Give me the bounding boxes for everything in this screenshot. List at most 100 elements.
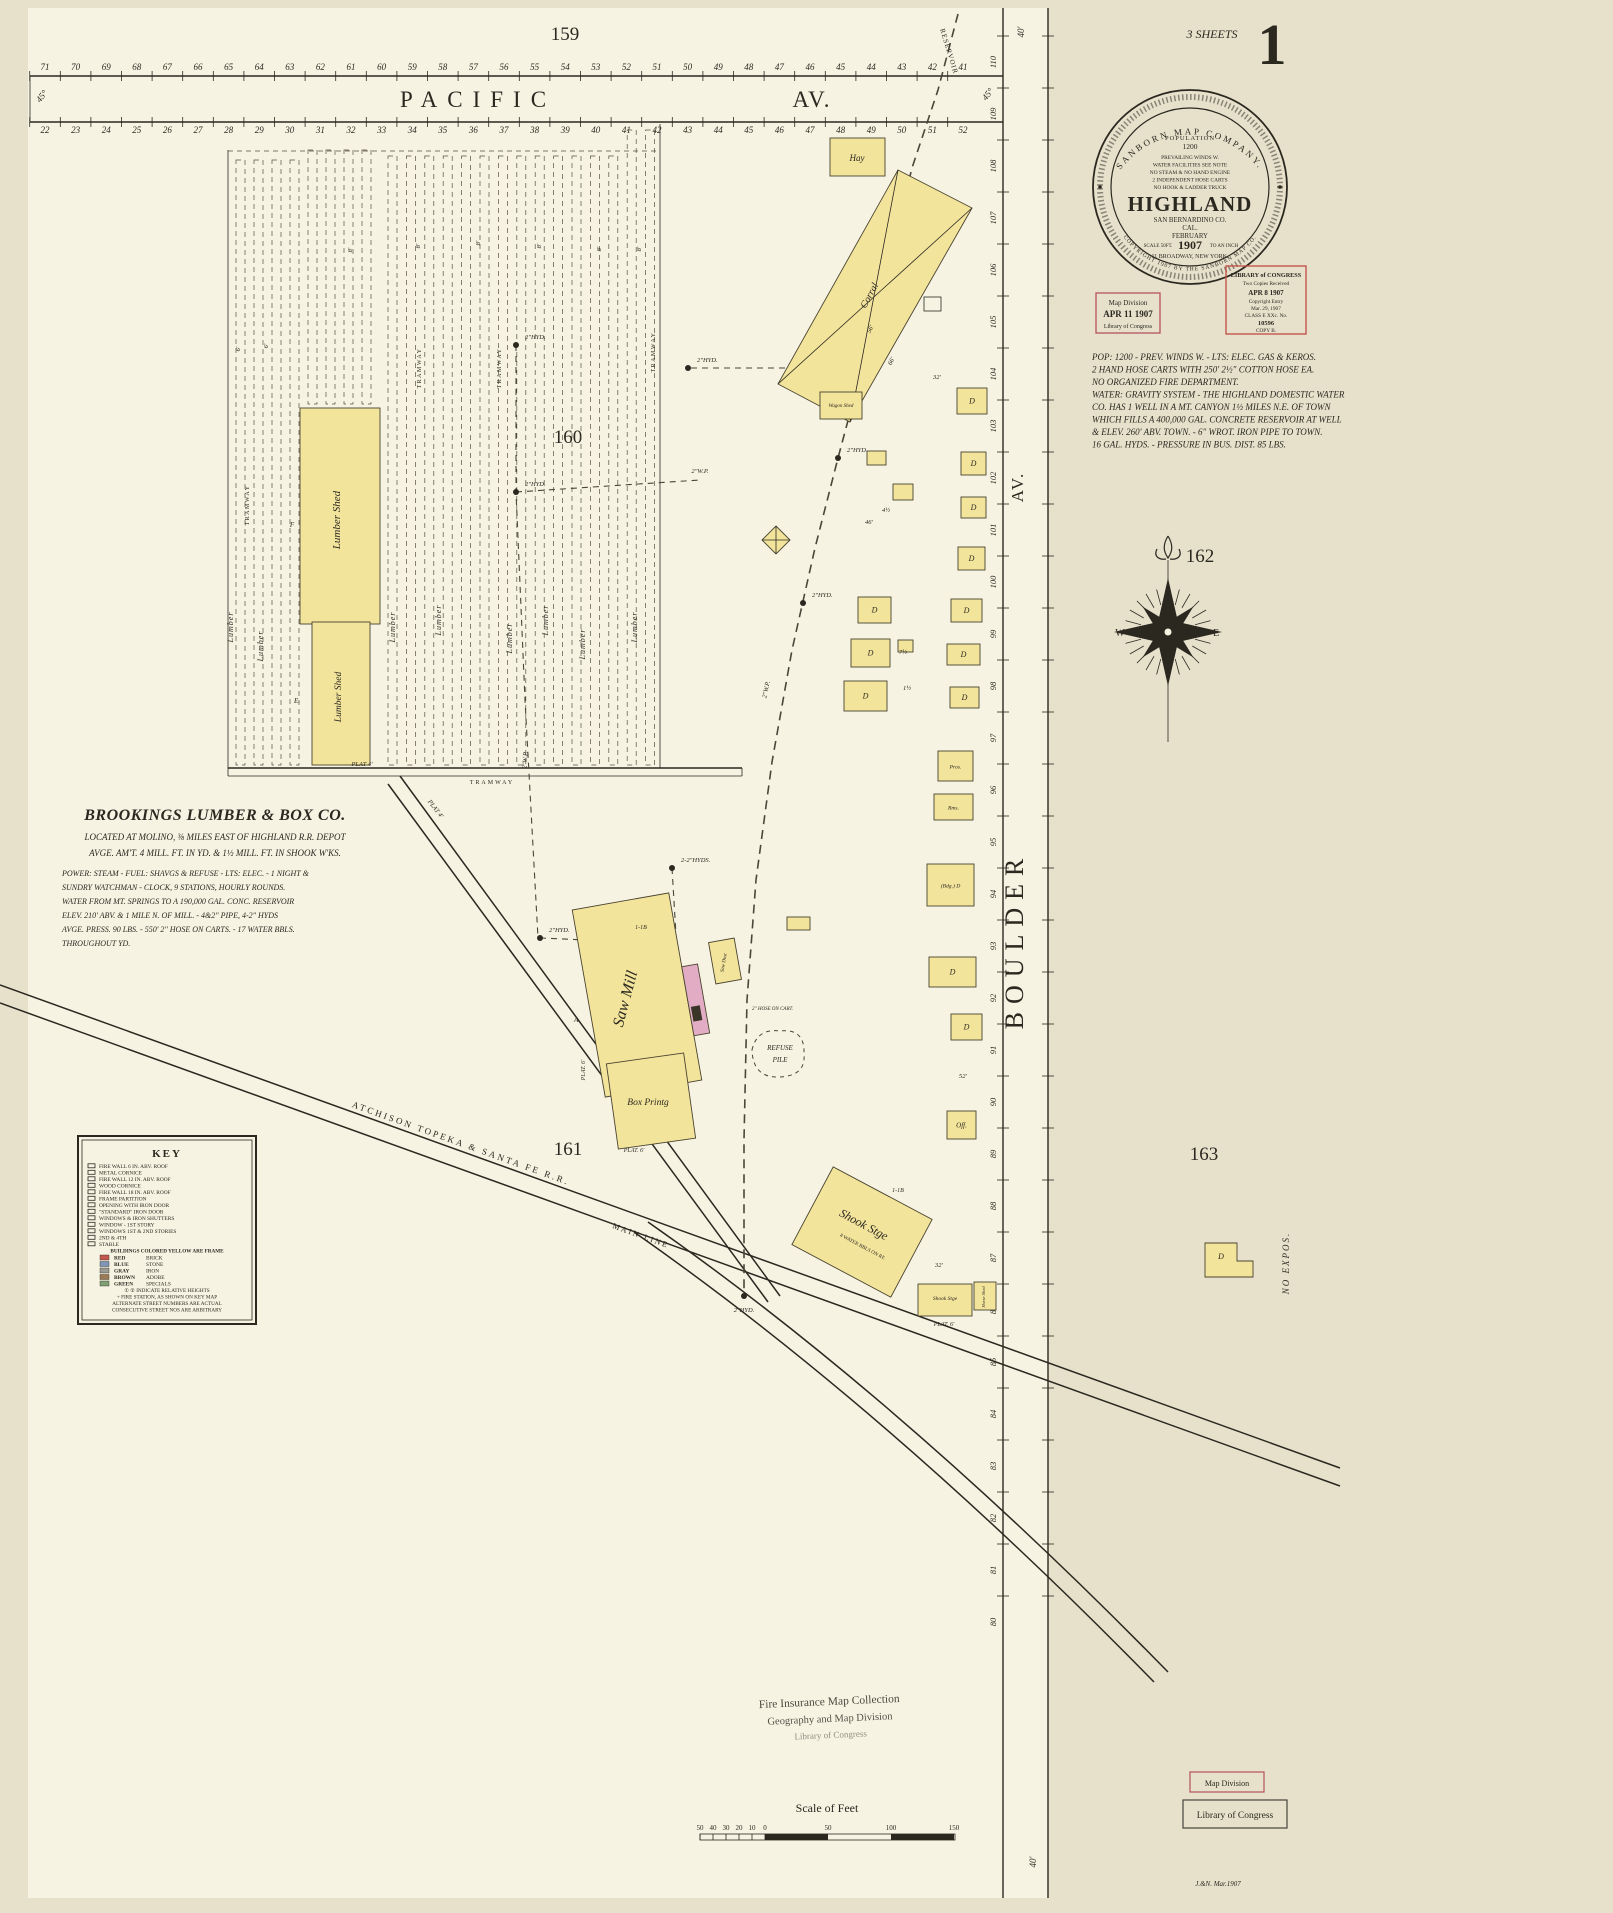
dwelling-building <box>950 598 983 623</box>
key-footer-line: + FIRE STATION, AS SHOWN ON KEY MAP <box>117 1295 217 1301</box>
dimension-label: 8' <box>475 240 482 245</box>
compass-ray <box>1145 593 1155 608</box>
lumber-label: Lumber <box>578 629 587 661</box>
compass-ray <box>1192 645 1207 655</box>
key-symbol <box>87 1202 96 1208</box>
building-label: D <box>963 1023 970 1032</box>
lot-number-north: 48 <box>744 62 754 72</box>
lot-number-north: 45 <box>836 62 846 72</box>
compass-ray <box>1187 651 1200 664</box>
key-line: METAL CORNICE <box>99 1171 143 1177</box>
lot-number-south: 50 <box>897 125 907 135</box>
block-number-160: 160 <box>554 427 583 448</box>
note-line: 2 HAND HOSE CARTS WITH 250' 2½" COTTON H… <box>1092 365 1314 375</box>
hydrant-dot <box>835 455 841 461</box>
brookings-detail-line: AVGE. PRESS. 90 LBS. - 550' 2" HOSE ON C… <box>61 925 295 934</box>
dimension-label: 32' <box>934 1262 944 1269</box>
hydrant-label: 2"HYD. <box>812 592 833 599</box>
saw-dust-label: Saw Dust <box>720 953 728 973</box>
key-line: 2ND & 4TH <box>99 1236 126 1242</box>
lot-number-boulder: 107 <box>988 211 998 225</box>
dimension-label: 46' <box>865 519 874 526</box>
building-label: Rms. <box>947 806 959 812</box>
note-line: WATER: GRAVITY SYSTEM - THE HIGHLAND DOM… <box>1092 390 1345 400</box>
lot-number-boulder: 96 <box>988 785 998 794</box>
building-label: D <box>867 649 874 658</box>
seal-fact-line: NO STEAM & NO HAND ENGINE <box>1150 170 1231 176</box>
building-label: D <box>960 650 967 659</box>
lot-number-south: 46 <box>775 125 785 135</box>
brookings-detail-line: SUNDRY WATCHMAN - CLOCK, 9 STATIONS, HOU… <box>62 883 285 892</box>
lot-number-south: 29 <box>255 125 265 135</box>
dwelling-label: D <box>1217 1252 1224 1261</box>
lumber-pile-row <box>387 155 398 766</box>
hydrant-dot <box>513 489 519 495</box>
lot-number-boulder: 81 <box>988 1566 998 1575</box>
hydrant-label: 2"HYD. <box>734 1307 755 1314</box>
lot-number-boulder: 89 <box>988 1149 998 1158</box>
key-line: FIRE WALL 12 IN. ABV. ROOF <box>99 1177 171 1183</box>
lumber-pile-row <box>645 129 655 766</box>
tramway-label: TRAMWAY <box>497 348 503 389</box>
dwelling-building <box>946 643 981 666</box>
key-symbol <box>87 1195 96 1201</box>
brookings-description: BROOKINGS LUMBER & BOX CO.LOCATED AT MOL… <box>61 807 347 948</box>
lot-number-north: 65 <box>224 62 234 72</box>
stamp-line: Geography and Map Division <box>767 1711 893 1727</box>
dwelling-building <box>850 638 891 668</box>
building-label: D <box>970 503 977 512</box>
shook-storage-complex: Shook Stge 8 WATER BBLS ON RF. 1-1B Shoo… <box>791 1166 997 1328</box>
compass-ray <box>1174 658 1180 675</box>
key-color-swatch <box>99 1261 110 1267</box>
key-color-swatch <box>99 1280 110 1287</box>
lot-number-north: 53 <box>591 62 601 72</box>
lot-number-south: 43 <box>683 125 693 135</box>
lot-number-south: 32 <box>346 125 357 135</box>
key-color-name: BLUE <box>114 1262 129 1268</box>
seal-fact-line: NO HOOK & LADDER TRUCK <box>1154 185 1227 191</box>
scale-mark: 100 <box>886 1824 897 1832</box>
scale-tick: 40 <box>710 1824 718 1832</box>
hydrant-dot <box>800 600 806 606</box>
key-footer-line: CONSECUTIVE STREET NOS ARE ARBITRARY <box>112 1308 222 1314</box>
lot-number-north: 49 <box>714 62 724 72</box>
lumber-pile-row <box>479 155 490 766</box>
note-line: CO. HAS 1 WELL IN A MT. CANYON 1½ MILES … <box>1092 402 1331 412</box>
saw-mill-complex: Saw Mill Saw Dust 1-1B A. 2" HOSE ON CAR… <box>571 892 805 1154</box>
lumber-pile-row <box>424 155 435 766</box>
compass-ray <box>1136 600 1149 613</box>
lumber-pile-row <box>235 159 246 766</box>
lot-number-south: 37 <box>499 125 510 135</box>
lot-number-north: 64 <box>255 62 265 72</box>
lot-number-north: 60 <box>377 62 387 72</box>
boiler-room <box>681 963 711 1037</box>
compass-ray <box>1194 638 1211 644</box>
farm-buildings: Hay Corral Wagon Shed <box>761 137 973 555</box>
lot-number-north: 54 <box>561 62 571 72</box>
lot-number-south: 39 <box>560 125 571 135</box>
dwelling-building <box>933 793 974 821</box>
key-line: FIRE WALL 6 IN. ABV. ROOF <box>99 1164 168 1170</box>
seal-scale-right: TO AN INCH <box>1210 244 1239 249</box>
lot-number-boulder: 80 <box>988 1617 998 1626</box>
lot-number-south: 41 <box>622 125 631 135</box>
water-pipe-label: 2"W.P. <box>761 680 771 699</box>
block-number-162: 162 <box>1186 546 1215 567</box>
shook-storage-building <box>791 1166 933 1298</box>
dimension-label: 7½ <box>899 649 907 656</box>
compass-ray <box>1156 658 1162 675</box>
key-footer-line: ALTERNATE STREET NUMBERS ARE ACTUAL <box>112 1301 222 1307</box>
compass-ray <box>1194 620 1211 626</box>
tramway-label: TRAMWAY <box>651 332 657 373</box>
refuse-pile-outline <box>751 1030 805 1078</box>
lumber-pile-row <box>406 155 416 766</box>
compass-ray <box>1145 656 1155 671</box>
seal-population-label: POPULATION <box>1165 135 1215 142</box>
scale-tick: 30 <box>723 1824 731 1832</box>
building-label: D <box>949 968 956 977</box>
compass-ray <box>1187 600 1200 613</box>
lumber-pile-row <box>534 155 545 766</box>
